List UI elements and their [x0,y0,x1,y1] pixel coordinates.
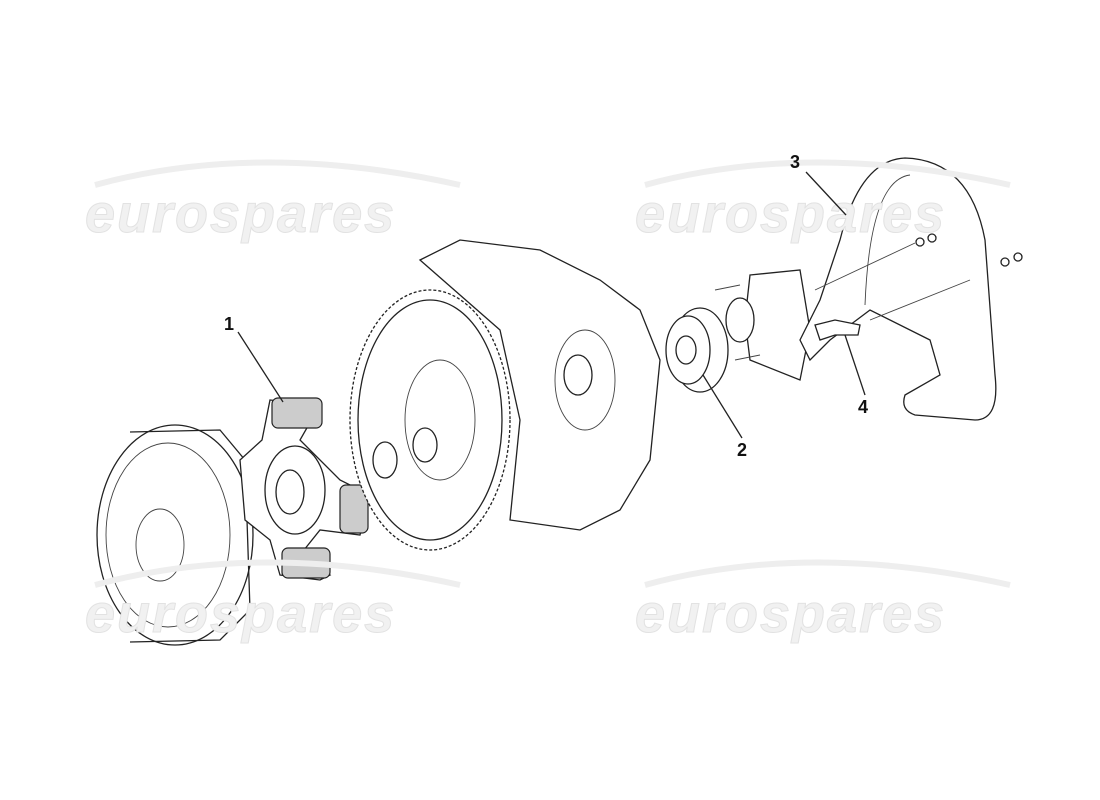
svg-text:3: 3 [790,152,800,172]
transmission-housing [418,239,661,531]
mounting-bracket [814,319,861,341]
bearing-cover-flange [714,269,811,381]
release-bearing [665,307,729,393]
callout-4: 4 [844,334,868,417]
callout-1: 1 [224,314,284,403]
svg-text:2: 2 [737,440,747,460]
callout-2: 2 [702,374,747,460]
watermark-text: eurospares [85,584,396,644]
watermark-text: eurospares [635,184,946,244]
flywheel [349,289,511,551]
watermark-group: eurospares eurospares eurospares eurospa… [85,159,1011,645]
belt-guard [799,157,1023,421]
svg-text:4: 4 [858,397,868,417]
watermark-text: eurospares [85,184,396,244]
watermark-text: eurospares [635,584,946,644]
callout-3: 3 [790,152,847,216]
svg-text:1: 1 [224,314,234,334]
clutch-pressure-plate [96,424,254,646]
clutch-disc [239,397,371,581]
